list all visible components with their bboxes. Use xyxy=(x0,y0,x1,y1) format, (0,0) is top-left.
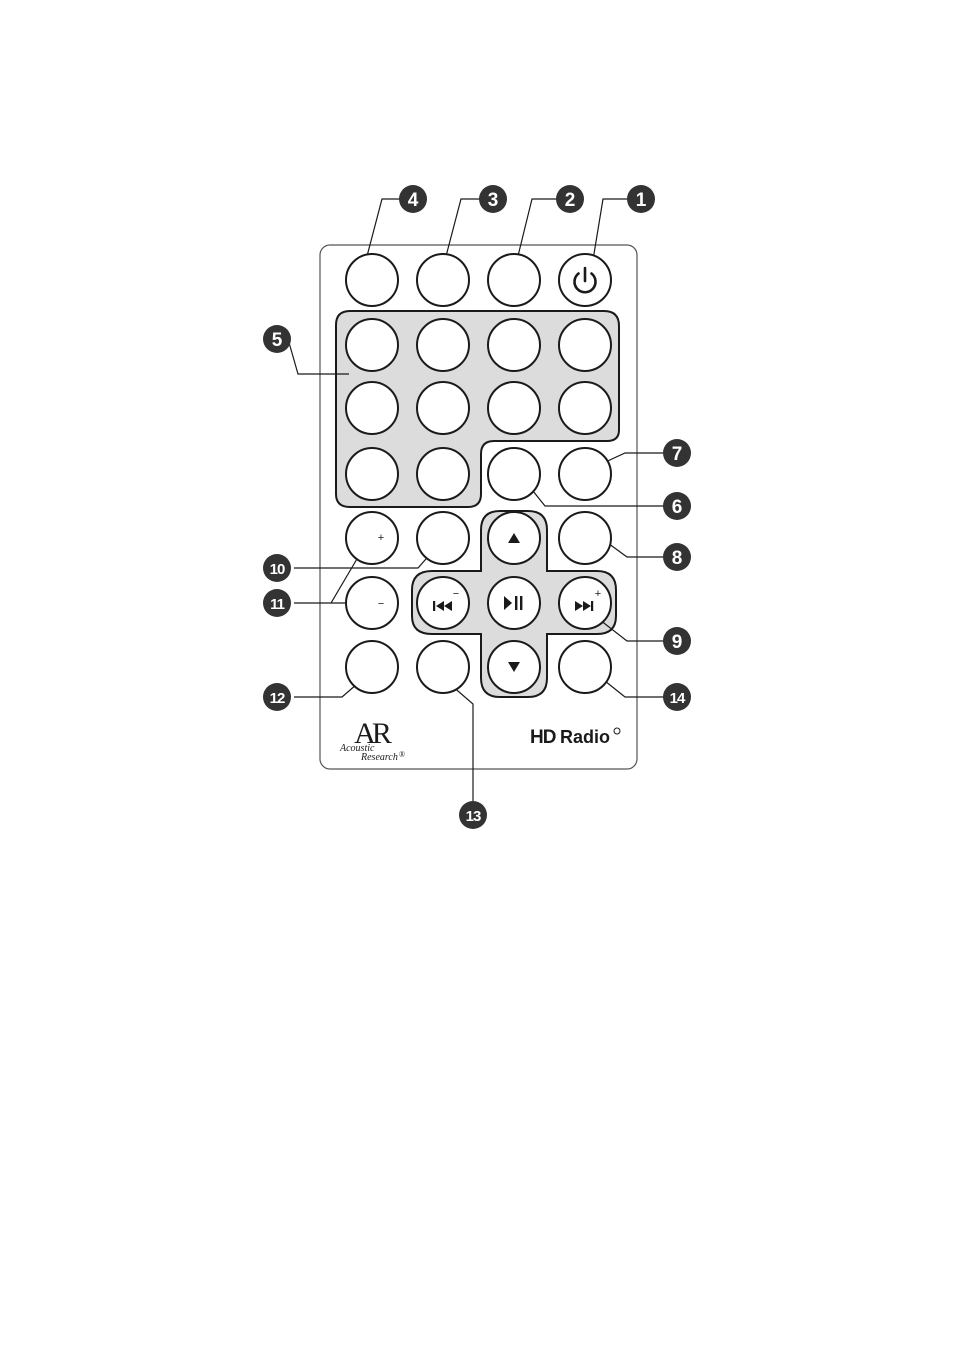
callout-5-label: 5 xyxy=(272,330,283,351)
callout-10-label: 10 xyxy=(270,561,285,578)
callout-5: 5 xyxy=(263,325,291,353)
callout-8: 8 xyxy=(663,543,691,571)
button-13[interactable] xyxy=(417,641,469,693)
callout-10: 10 xyxy=(263,554,291,582)
hd-radio-text: Radio xyxy=(560,727,610,747)
button-14[interactable] xyxy=(559,641,611,693)
callout-12: 12 xyxy=(263,683,291,711)
callout-14: 14 xyxy=(663,683,691,711)
button-6[interactable] xyxy=(488,448,540,500)
callout-9-label: 9 xyxy=(672,632,683,653)
callout-11: 11 xyxy=(263,589,291,617)
button-2[interactable] xyxy=(488,254,540,306)
keypad-button-3[interactable] xyxy=(488,319,540,371)
keypad-button-6[interactable] xyxy=(417,382,469,434)
keypad-button-2[interactable] xyxy=(417,319,469,371)
callout-2: 2 xyxy=(556,185,584,213)
volume-down-sign: − xyxy=(378,598,384,610)
callout-1: 1 xyxy=(627,185,655,213)
play-pause-button[interactable] xyxy=(488,577,540,629)
skip-forward-plus-sign: + xyxy=(595,588,601,600)
keypad-button-7[interactable] xyxy=(488,382,540,434)
button-8[interactable] xyxy=(559,512,611,564)
callout-14-label: 14 xyxy=(670,690,686,707)
callout-4: 4 xyxy=(399,185,427,213)
keypad-button-5[interactable] xyxy=(346,382,398,434)
callout-1-label: 1 xyxy=(636,190,647,211)
callout-6-label: 6 xyxy=(672,497,683,518)
callout-4-label: 4 xyxy=(408,190,419,211)
button-3[interactable] xyxy=(417,254,469,306)
callout-13: 13 xyxy=(459,801,487,829)
ar-registered-mark: ® xyxy=(399,750,405,759)
ar-line2: Research xyxy=(360,752,398,763)
callout-7: 7 xyxy=(663,439,691,467)
keypad-button-4[interactable] xyxy=(559,319,611,371)
volume-up-button[interactable] xyxy=(346,512,398,564)
callout-8-label: 8 xyxy=(672,548,683,569)
callout-6: 6 xyxy=(663,492,691,520)
callout-13-label: 13 xyxy=(466,808,481,825)
button-7[interactable] xyxy=(559,448,611,500)
callout-3: 3 xyxy=(479,185,507,213)
hd-radio-logo: HD Radio xyxy=(530,727,620,748)
keypad-button-9[interactable] xyxy=(346,448,398,500)
keypad-button-1[interactable] xyxy=(346,319,398,371)
keypad-button-8[interactable] xyxy=(559,382,611,434)
button-12[interactable] xyxy=(346,641,398,693)
button-4[interactable] xyxy=(346,254,398,306)
callout-2-label: 2 xyxy=(565,190,576,211)
volume-down-button[interactable] xyxy=(346,577,398,629)
volume-up-sign: + xyxy=(378,532,384,544)
callout-11-label: 11 xyxy=(270,596,285,613)
skip-back-minus-sign: − xyxy=(453,588,459,600)
button-10[interactable] xyxy=(417,512,469,564)
callout-12-label: 12 xyxy=(270,690,285,707)
hd-logo-mark: HD xyxy=(530,727,556,748)
callout-9: 9 xyxy=(663,627,691,655)
callout-7-label: 7 xyxy=(672,444,683,465)
keypad-button-0[interactable] xyxy=(417,448,469,500)
callout-3-label: 3 xyxy=(488,190,499,211)
